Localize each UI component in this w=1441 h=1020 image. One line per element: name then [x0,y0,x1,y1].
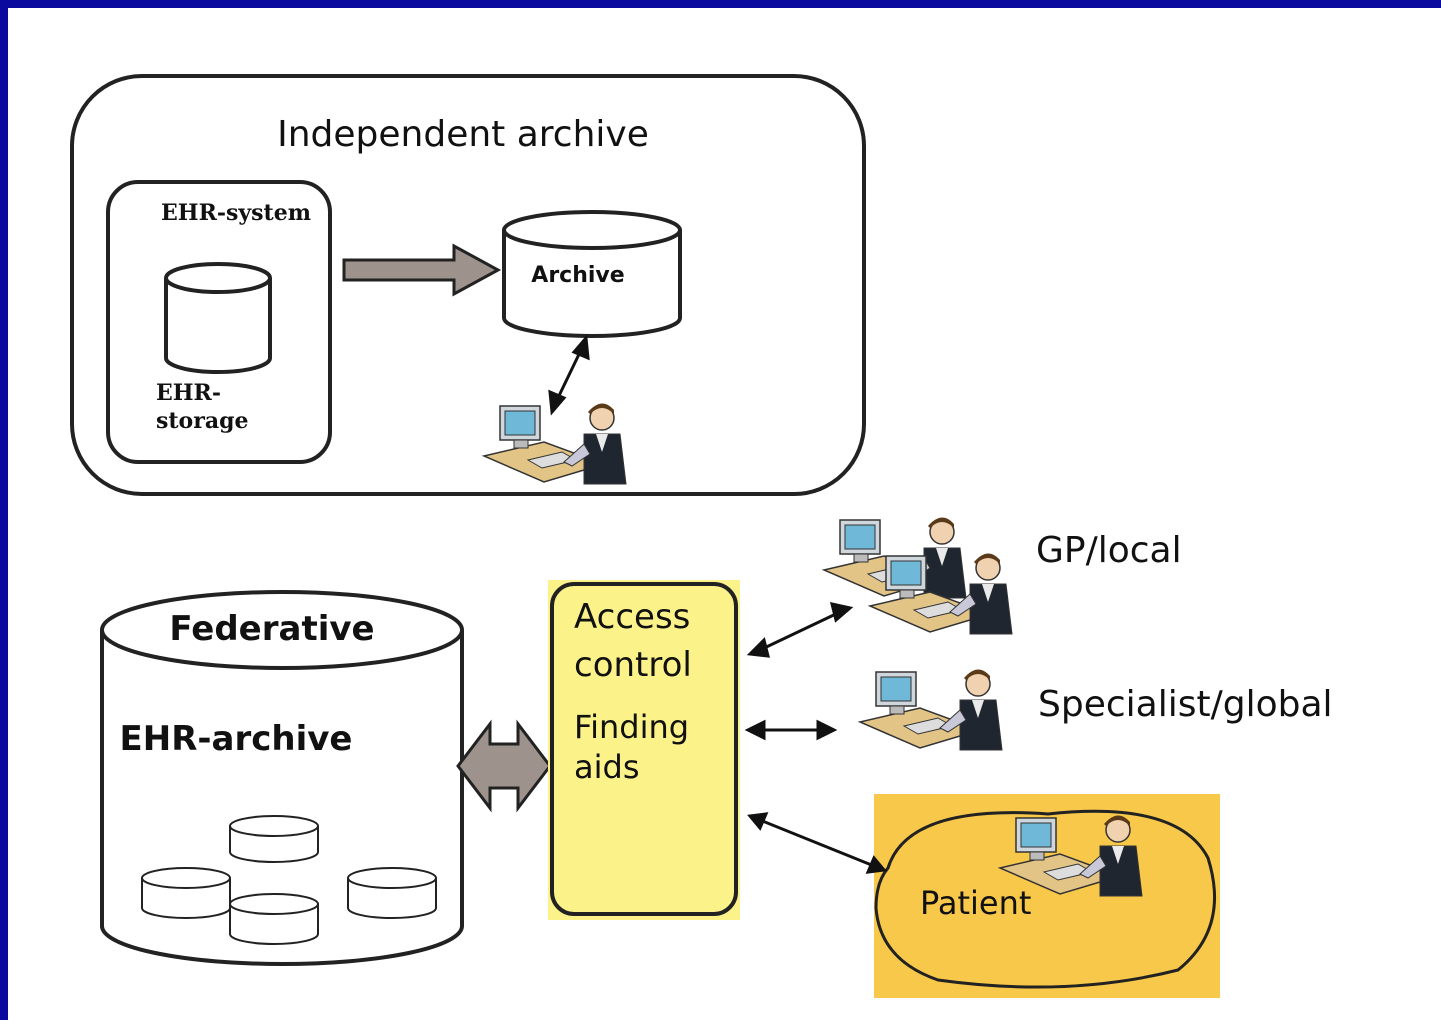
independent-archive-title: Independent archive [277,114,649,155]
small-db-cylinder [347,867,437,919]
small-db-cylinder [229,815,319,863]
finding-aids-line2: aids [574,748,639,786]
access-control-line1: Access [574,597,690,637]
archive-cylinder [502,210,682,338]
specialist-global-label: Specialist/global [1038,684,1333,725]
slide: Independent archive EHR-system EHR- stor… [8,8,1441,1020]
gp-access-arrow [746,602,854,658]
federative-title: Federative [169,609,374,649]
federation-double-arrow [456,719,552,813]
ehr-storage-label-line2: storage [156,408,248,434]
ehr-storage-cylinder [164,262,272,374]
specialist-workstation-icon [859,668,1003,751]
archive-diagram: Independent archive EHR-system EHR- stor… [70,74,1333,998]
archive-access-arrow [548,334,590,416]
small-db-cylinder [229,893,319,945]
patient-access-arrow [747,812,887,874]
ehr-archive-label: EHR-archive [120,719,353,759]
patient-label: Patient [920,884,1031,922]
independent-archive-frame [70,74,866,496]
small-db-cylinder [141,867,231,919]
gp-local-label: GP/local [1036,530,1182,571]
ehr-storage-label-line1: EHR- [156,380,221,406]
ehr-system-label: EHR-system [161,200,311,226]
archivist-workstation-icon [483,402,627,485]
specialist-access-arrow [744,719,838,741]
archive-label: Archive [531,263,624,288]
ehr-system-box [106,180,332,464]
access-control-box [550,582,738,916]
finding-aids-line1: Finding [574,708,689,746]
patient-outline [874,809,1216,989]
access-control-line2: control [574,645,692,685]
transfer-arrow [342,243,502,297]
